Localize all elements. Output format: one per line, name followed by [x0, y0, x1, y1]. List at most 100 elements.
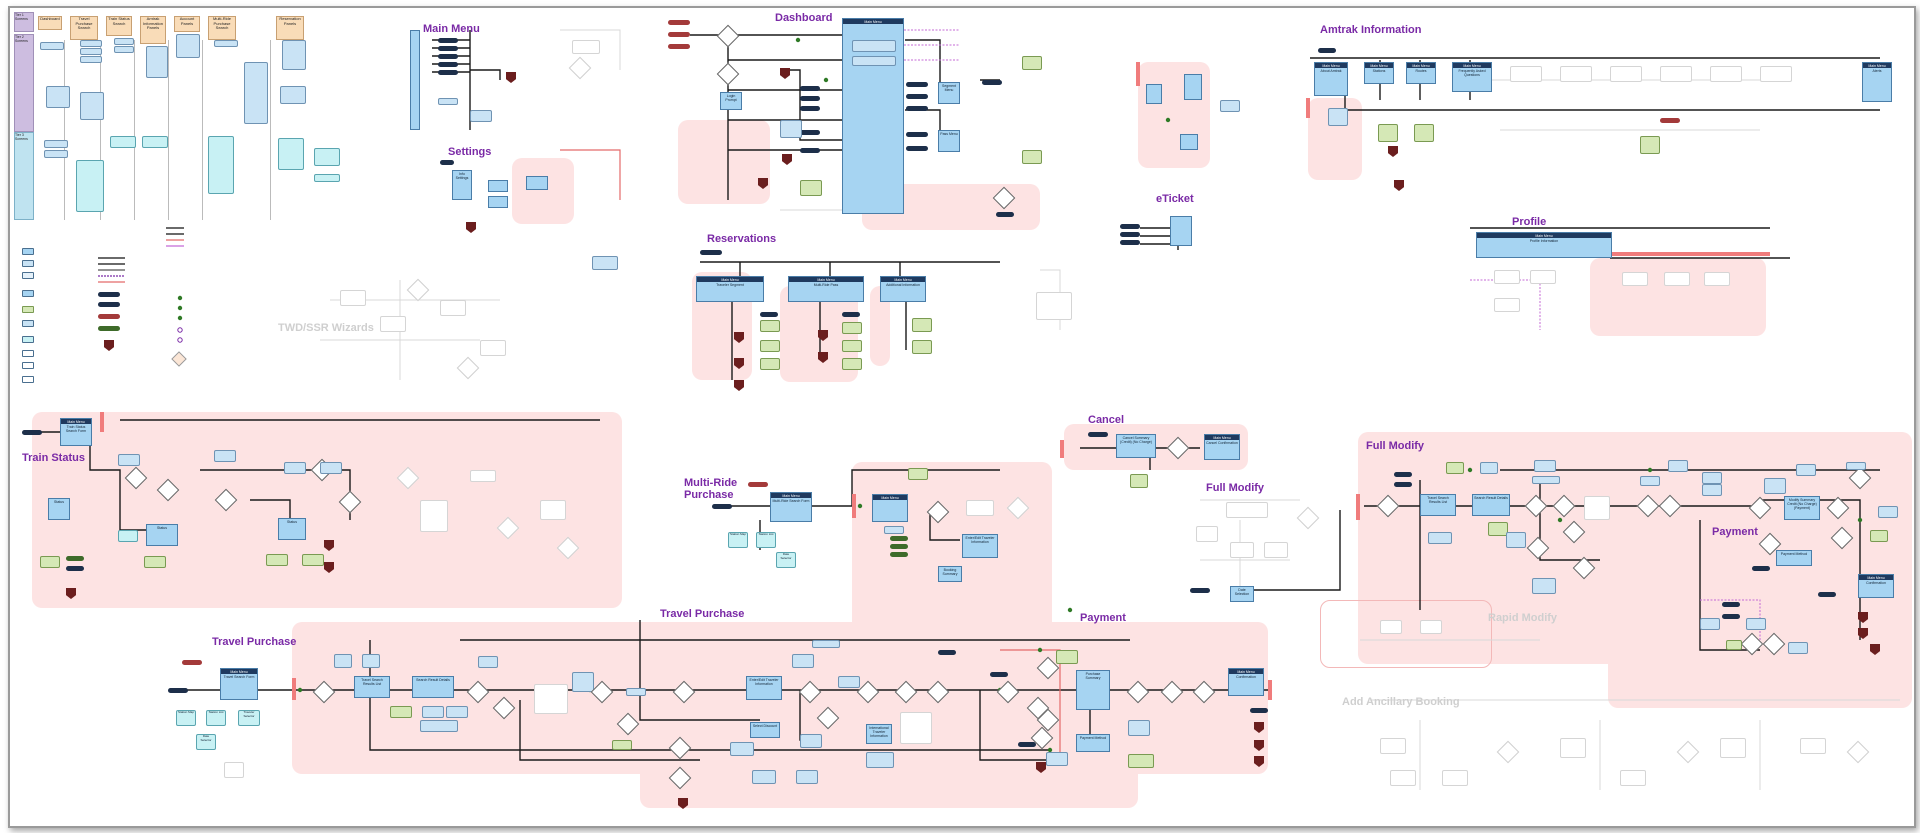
fm-search-result-details[interactable]: Search Result Details: [1472, 494, 1510, 516]
modify-summary[interactable]: Modify Summary Credit (No Charge) (Payme…: [1784, 496, 1820, 520]
payment-stub[interactable]: [1046, 752, 1068, 766]
settings-node[interactable]: [488, 196, 508, 208]
main-menu-link[interactable]: [438, 54, 458, 59]
train-status-stub[interactable]: [214, 450, 236, 462]
eticket-link[interactable]: [1120, 232, 1140, 237]
reservation-stub[interactable]: [842, 340, 862, 352]
multi-ride-entry[interactable]: [748, 482, 768, 487]
fm-link[interactable]: [1722, 614, 1740, 619]
multi-ride-link[interactable]: [890, 552, 908, 557]
full-modify-link[interactable]: [1394, 472, 1412, 477]
travel-stub[interactable]: [812, 640, 840, 648]
payment-link[interactable]: [1250, 708, 1268, 713]
station-list[interactable]: Station List: [206, 710, 226, 726]
fm-stub[interactable]: [1878, 506, 1898, 518]
settings-link[interactable]: [440, 160, 454, 165]
international-traveler-information[interactable]: International Traveler Information: [866, 724, 892, 744]
dashboard-link[interactable]: [800, 130, 820, 135]
station-map[interactable]: Station Map: [176, 710, 196, 726]
main-menu-link[interactable]: [438, 62, 458, 67]
reservation-stub[interactable]: [912, 340, 932, 354]
dashboard-link[interactable]: [800, 106, 820, 111]
reservation-link[interactable]: [760, 312, 778, 317]
fm-link[interactable]: [1818, 592, 1836, 597]
dashboard-entry[interactable]: [668, 32, 690, 37]
travel-link[interactable]: [1018, 742, 1036, 747]
travel-stub[interactable]: [612, 740, 632, 750]
reservation-stub[interactable]: [842, 358, 862, 370]
travel-stub[interactable]: [334, 654, 352, 668]
misc-stub[interactable]: [592, 256, 618, 270]
fm-stub[interactable]: [1746, 618, 1766, 630]
travel-purchase-entry[interactable]: [168, 688, 188, 693]
fm-stub[interactable]: [1640, 476, 1660, 486]
reservation-link[interactable]: [842, 312, 860, 317]
search-result-details[interactable]: Search Result Details: [412, 676, 454, 698]
fm-payment-method[interactable]: Payment Method: [1776, 550, 1812, 566]
amtrak-stub[interactable]: [1640, 136, 1660, 154]
booking-summary[interactable]: Booking Summary: [938, 566, 962, 582]
train-status-stub[interactable]: [40, 556, 60, 568]
train-status-stub[interactable]: [118, 530, 138, 542]
top-node[interactable]: [1146, 84, 1162, 104]
settings-node[interactable]: [488, 180, 508, 192]
travel-stub[interactable]: [420, 720, 458, 732]
purchase-summary[interactable]: Purchase Summary: [1076, 670, 1110, 710]
dashboard-link[interactable]: [906, 82, 928, 87]
dashboard-link[interactable]: [982, 80, 1002, 85]
payment-stub[interactable]: [1056, 650, 1078, 664]
travel-stub[interactable]: [752, 770, 776, 784]
date-selector[interactable]: Date Selector: [776, 552, 796, 568]
fm-stub[interactable]: [1796, 464, 1816, 476]
reservation-stub[interactable]: [912, 318, 932, 332]
travel-stub[interactable]: [838, 676, 860, 688]
fm-stub[interactable]: [1788, 642, 1808, 654]
train-status-stub[interactable]: [284, 462, 306, 474]
fm-stub[interactable]: [1534, 460, 1556, 472]
fm-stub[interactable]: [1700, 618, 1720, 630]
settings-info-node[interactable]: Info Settings: [452, 170, 472, 200]
main-menu-link[interactable]: [438, 46, 458, 51]
amtrak-link[interactable]: [1660, 118, 1680, 123]
dashboard-tile[interactable]: [852, 40, 896, 52]
fm-stub[interactable]: [1480, 462, 1498, 474]
dashboard-link[interactable]: [996, 212, 1014, 217]
train-status-stub[interactable]: [302, 554, 324, 566]
dashboard-link[interactable]: [906, 146, 928, 151]
full-modify-link[interactable]: [1394, 482, 1412, 487]
multi-ride-link[interactable]: [890, 544, 908, 549]
multi-ride-results[interactable]: Main Menu: [872, 494, 908, 522]
fm-travel-search-results[interactable]: Travel Search Results List: [1420, 494, 1456, 516]
train-status-link[interactable]: [66, 556, 84, 561]
travel-stub[interactable]: [730, 742, 754, 756]
segment-menu[interactable]: Segment Menu: [938, 82, 960, 104]
main-menu-link[interactable]: [438, 38, 458, 43]
eticket-node[interactable]: [1170, 216, 1192, 246]
multi-ride-entry[interactable]: [712, 504, 732, 509]
fm-stub[interactable]: [1532, 476, 1560, 484]
multi-ride-stub[interactable]: [908, 468, 928, 480]
dashboard-stub[interactable]: [780, 120, 802, 138]
travel-stub[interactable]: [792, 654, 814, 668]
pass-menu[interactable]: Pass Menu: [938, 130, 960, 152]
dashboard-link[interactable]: [800, 148, 820, 153]
status-node[interactable]: Status: [146, 524, 178, 546]
payment-stub[interactable]: [1128, 720, 1150, 736]
fm-stub[interactable]: [1446, 462, 1464, 474]
dashboard-link[interactable]: [906, 94, 928, 99]
dashboard-link[interactable]: [906, 106, 928, 111]
travel-purchase-entry[interactable]: [182, 660, 202, 665]
fm-stub[interactable]: [1702, 472, 1722, 484]
eticket-link[interactable]: [1120, 224, 1140, 229]
travel-stub[interactable]: [800, 734, 822, 748]
fm-stub[interactable]: [1702, 484, 1722, 496]
